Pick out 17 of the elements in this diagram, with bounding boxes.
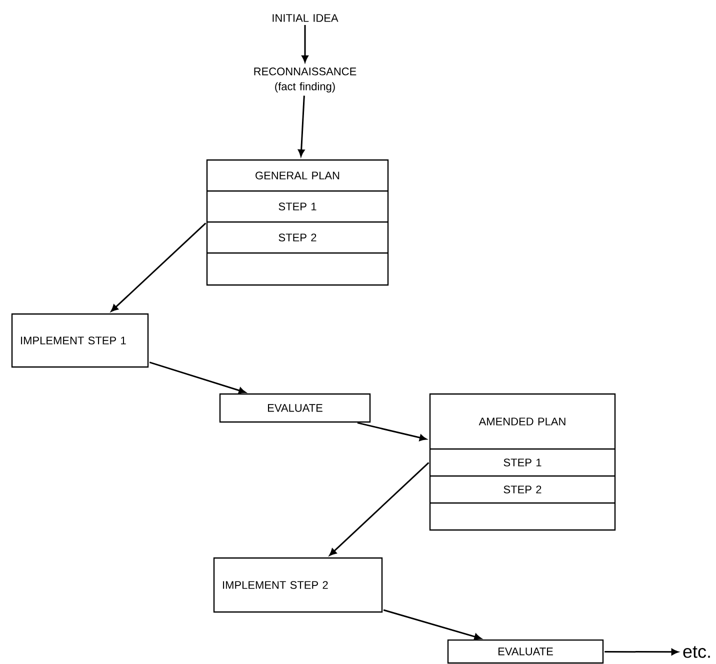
arrow: [298, 96, 305, 157]
arrow: [110, 222, 206, 312]
step-box: IMPLEMENT STEP 2: [213, 557, 383, 613]
arrow: [357, 422, 427, 442]
step-label: RECONNAISSANCE (fact finding): [254, 68, 356, 92]
arrow: [383, 609, 482, 640]
arrow: [604, 648, 678, 656]
arrow: [302, 24, 308, 62]
step-label: INITIAL IDEA: [272, 14, 338, 22]
continuation-label: etc.: [683, 646, 710, 658]
step-box: IMPLEMENT STEP 1: [11, 313, 149, 368]
plan-table: AMENDED PLAN STEP 1 STEP 2: [429, 393, 616, 531]
step-box: EVALUATE: [219, 393, 371, 423]
arrow: [329, 462, 430, 556]
step-box: EVALUATE: [447, 639, 604, 664]
plan-table: GENERAL PLAN STEP 1 STEP 2: [206, 159, 389, 286]
arrow: [149, 362, 246, 394]
